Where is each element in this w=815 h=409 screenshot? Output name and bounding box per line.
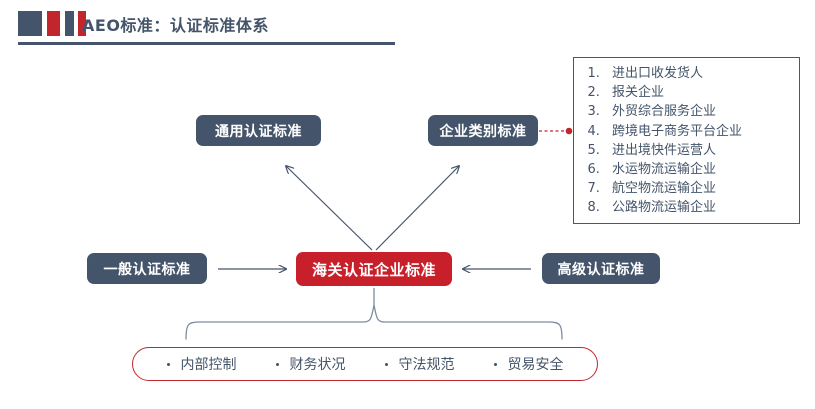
criteria-item-label: 贸易安全 [507, 357, 564, 373]
criteria-item-legal-compliance: 守法规范 [384, 354, 455, 374]
bullet-dot-icon [275, 362, 279, 366]
list-item: 跨境电子商务平台企业 [604, 122, 795, 141]
header-block-gap-1 [42, 11, 47, 36]
bullet-dot-icon [166, 362, 170, 366]
header-divider [18, 42, 395, 45]
header-block-blue-wide [18, 11, 42, 36]
bullet-dot-icon [384, 362, 388, 366]
brace-center-to-bottom [185, 304, 563, 340]
node-customs-certified-enterprise-standard[interactable]: 海关认证企业标准 [296, 252, 452, 286]
criteria-item-internal-control: 内部控制 [166, 354, 237, 374]
header-block-red-narrow [78, 11, 86, 36]
header-block-gap-2 [60, 11, 65, 36]
list-item: 外贸综合服务企业 [604, 102, 795, 121]
criteria-item-label: 守法规范 [398, 357, 455, 373]
header-block-red-wide [47, 11, 60, 36]
node-basic-certification-standard[interactable]: 一般认证标准 [87, 253, 207, 284]
enterprise-category-list: 进出口收发货人 报关企业 外贸综合服务企业 跨境电子商务平台企业 进出境快件运营… [582, 64, 795, 218]
dashed-connector-endpoint-dot [565, 127, 573, 135]
arrow-center-to-category [375, 166, 459, 251]
criteria-item-label: 内部控制 [180, 357, 237, 373]
list-item: 进出境快件运营人 [604, 141, 795, 160]
list-item: 公路物流运输企业 [604, 198, 795, 217]
criteria-item-financial-status: 财务状况 [275, 354, 346, 374]
header-block-blue-narrow [65, 11, 74, 36]
list-item: 进出口收发货人 [604, 64, 795, 83]
arrow-center-to-general [286, 166, 373, 251]
node-advanced-certification-standard[interactable]: 高级认证标准 [542, 253, 660, 284]
list-item: 航空物流运输企业 [604, 179, 795, 198]
bullet-dot-icon [493, 362, 497, 366]
node-enterprise-category-standard[interactable]: 企业类别标准 [428, 115, 538, 146]
header-block-gap-3 [74, 11, 78, 36]
header-decoration-blocks [18, 11, 86, 36]
criteria-panel: 内部控制 财务状况 守法规范 贸易安全 [132, 347, 598, 381]
enterprise-category-list-panel: 进出口收发货人 报关企业 外贸综合服务企业 跨境电子商务平台企业 进出境快件运营… [573, 57, 800, 224]
list-item: 报关企业 [604, 83, 795, 102]
page-title: AEO标准：认证标准体系 [82, 16, 269, 35]
criteria-item-label: 财务状况 [289, 357, 346, 373]
criteria-item-trade-security: 贸易安全 [493, 354, 564, 374]
list-item: 水运物流运输企业 [604, 160, 795, 179]
node-general-certification-standard[interactable]: 通用认证标准 [196, 115, 321, 146]
